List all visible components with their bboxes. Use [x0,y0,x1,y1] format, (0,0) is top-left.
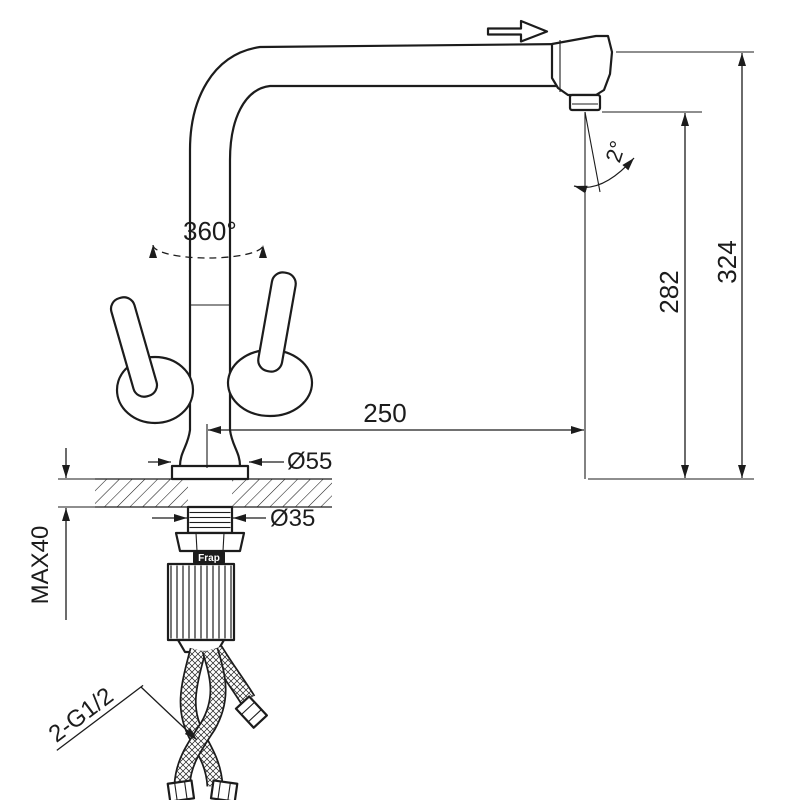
mounting-nut-ribs [169,565,233,639]
tilt-label: 2° [600,138,630,166]
flange-facet-2 [222,532,225,552]
counter-hatch-right [232,479,332,507]
handle-right [226,271,314,418]
rotation-arc [149,244,267,259]
dimension-base-diameter: Ø55 [148,448,332,475]
dimension-hole-diameter: Ø35 [152,505,315,532]
faucet-spout-body [178,42,568,468]
base-plate [170,464,250,481]
spray-head [550,34,614,112]
shank-threads [189,508,231,532]
dim-label-dia35: Ø35 [270,505,315,532]
hose-thread-label: 2-G1/2 [44,682,119,748]
hose-b [166,647,227,800]
handle-left [109,296,195,425]
rotation-annotation: 360° [149,216,267,259]
dimension-spout-height: 282 [602,111,702,478]
dim-label-max40: MAX40 [27,526,54,605]
dimension-reach: 250 [206,398,584,468]
rotation-label: 360° [183,216,237,246]
brand-label: Frap [198,553,220,564]
countertop-section [95,478,332,508]
handle-right-lever [257,271,297,373]
tilt-line [584,111,601,193]
pullout-direction-arrow-icon [486,19,549,43]
spout-inner-contour [228,84,562,468]
dim-label-250: 250 [363,398,406,428]
tilt-annotation: 2° [573,111,635,479]
flange-facet-1 [195,532,198,552]
spout-outer-contour [178,42,568,468]
spray-head-body [550,34,614,97]
handle-left-lever [109,296,159,398]
hose-thread-leader [140,686,198,741]
spray-head-aerator [568,93,602,112]
flange-nut [174,531,246,553]
brand-sticker [193,551,225,564]
hose-thread-annotation: 2-G1/2 [44,682,198,751]
supply-hoses [166,645,268,800]
hose-thread-underline [56,684,144,751]
dim-label-282: 282 [654,270,684,313]
hose-fitting-b [166,779,196,800]
dimension-total-height: 324 [588,51,754,480]
dimension-max-counter-thickness: MAX40 [27,448,96,620]
dim-label-324: 324 [712,240,742,283]
mounting-hardware: Frap [166,505,246,654]
dim-label-dia55: Ø55 [287,448,332,475]
hose-fitting-right [234,695,268,729]
counter-hatch-left [95,479,188,507]
hose-fitting-a [209,779,239,800]
tilt-arc [573,157,635,194]
